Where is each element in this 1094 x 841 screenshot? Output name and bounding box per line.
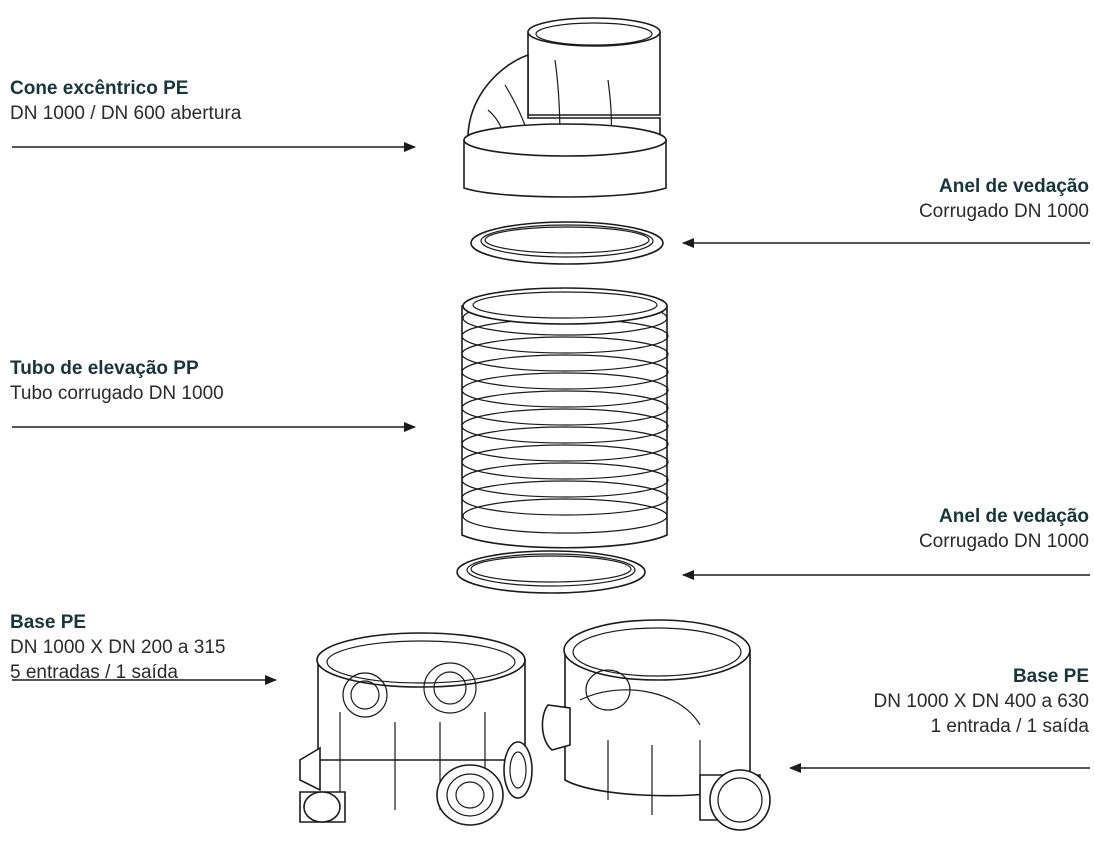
label-riser: Tubo de elevação PP Tubo corrugado DN 10… [10,356,224,406]
label-title: Base PE [1012,666,1089,687]
label-line: Tubo corrugado DN 1000 [10,383,224,404]
base-left [299,632,533,826]
riser-tube [461,287,669,549]
label-title: Cone excêntrico PE [10,78,189,99]
label-line: DN 1000 X DN 400 a 630 [873,691,1089,712]
label-ring-top: Anel de vedação Corrugado DN 1000 [919,174,1089,224]
label-line: Corrugado DN 1000 [918,201,1089,222]
label-title: Tubo de elevação PP [10,358,199,379]
label-title: Base PE [10,612,87,633]
label-title: Anel de vedação [939,506,1089,527]
label-cone: Cone excêntrico PE DN 1000 / DN 600 aber… [10,76,241,126]
label-line: 1 entrada / 1 saída [930,716,1089,737]
label-line: DN 1000 X DN 200 a 315 [10,637,226,658]
label-base-right: Base PE DN 1000 X DN 400 a 630 1 entrada… [874,664,1089,739]
label-title: Anel de vedação [939,176,1089,197]
eccentric-cone [463,17,667,198]
label-line: Corrugado DN 1000 [918,531,1089,552]
label-line: 5 entradas / 1 saída [10,662,178,683]
sealing-ring-top [470,221,664,265]
label-base-left: Base PE DN 1000 X DN 200 a 315 5 entrada… [10,610,225,685]
sealing-ring-bottom [456,550,646,594]
label-line: DN 1000 / DN 600 abertura [10,103,242,124]
base-right [541,619,771,831]
label-ring-bottom: Anel de vedação Corrugado DN 1000 [919,504,1089,554]
